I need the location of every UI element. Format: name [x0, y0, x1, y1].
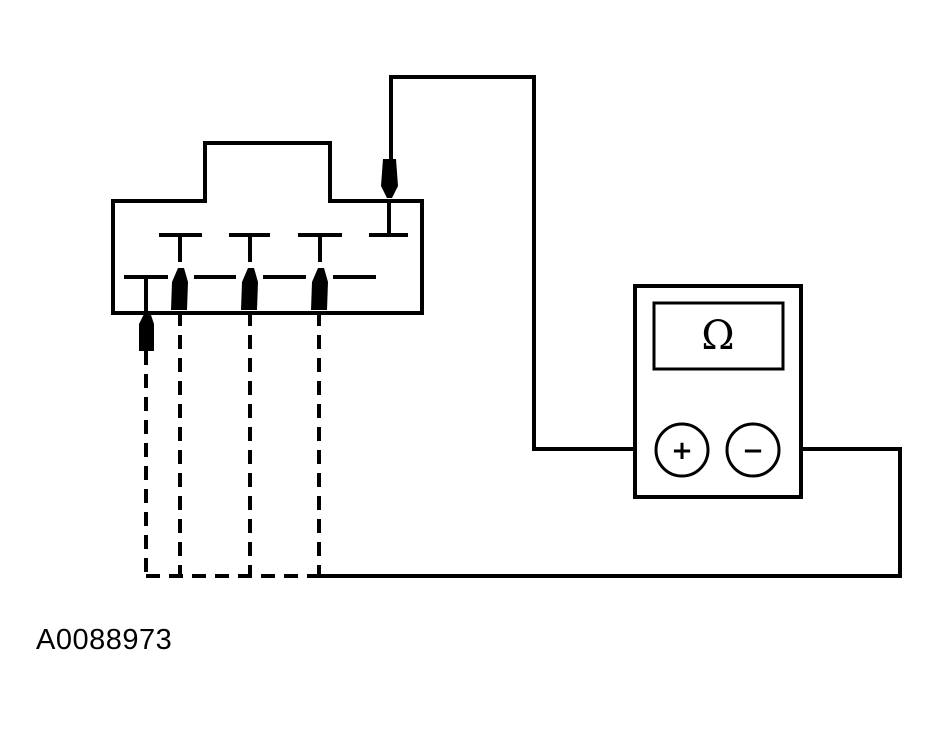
connector-upper-terminals: [159, 203, 408, 262]
wire-negative-lead: [317, 447, 902, 578]
probe-lower-4: [311, 268, 328, 310]
ohm-symbol: Ω: [701, 313, 734, 359]
positive-jack-label: +: [671, 436, 693, 466]
probe-lower-1: [139, 312, 154, 351]
probe-top: [381, 159, 398, 198]
connector-lower-terminals: [124, 275, 376, 316]
meter-display: [652, 301, 785, 371]
figure-id-label: A0088973: [36, 624, 173, 656]
positive-jack: [654, 422, 710, 478]
probe-lower-3: [241, 268, 258, 310]
jumper-wires-dashed: [144, 312, 321, 578]
test-probes: [139, 159, 398, 351]
upper-terminal-2: [229, 233, 270, 262]
ohmmeter: Ω + −: [633, 284, 803, 499]
wire-positive-lead: [389, 75, 660, 451]
probe-lower-2: [171, 268, 188, 310]
lower-terminal-1: [124, 275, 168, 316]
upper-terminal-4: [369, 203, 408, 237]
upper-terminal-3: [298, 233, 342, 262]
negative-jack-label: −: [742, 436, 764, 466]
connector-housing: [111, 141, 424, 315]
electrical-connector: [111, 141, 424, 316]
upper-terminal-1: [159, 233, 202, 262]
negative-jack: [725, 422, 781, 478]
